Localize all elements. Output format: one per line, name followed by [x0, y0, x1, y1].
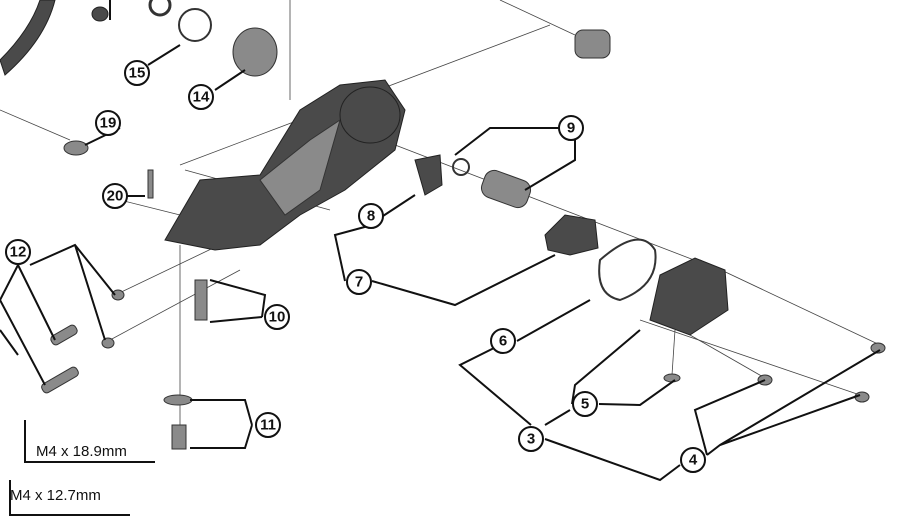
svg-text:8: 8 [367, 208, 375, 225]
callout-6: 6 [490, 328, 516, 354]
svg-text:4: 4 [689, 452, 698, 469]
washer-part [148, 0, 172, 17]
mounting-bolt-part [171, 424, 187, 450]
cap-bolt-part [574, 29, 611, 59]
clutch-cover-part [649, 257, 729, 336]
callout-12: 12 [5, 239, 31, 265]
leader-lines [0, 0, 881, 516]
callout-9: 9 [558, 115, 584, 141]
pin-part [147, 169, 154, 199]
spec-bolt-long: M4 x 18.9mm [36, 443, 127, 460]
svg-text:6: 6 [499, 333, 507, 350]
svg-text:5: 5 [581, 396, 589, 413]
b-tension-bolt-part [63, 140, 89, 156]
callout-7: 7 [346, 269, 372, 295]
o-ring-part [452, 158, 470, 176]
callout-3: 3 [518, 426, 544, 452]
stroke-adjust-bolt-part [194, 279, 208, 321]
svg-text:20: 20 [107, 188, 124, 205]
cable-fixing-part [101, 337, 115, 349]
bolt-short-part [50, 324, 78, 346]
spring-part [232, 27, 278, 77]
clutch-lever-part [414, 154, 443, 196]
spec-bolt-short: M4 x 12.7mm [10, 487, 101, 504]
svg-text:9: 9 [567, 120, 575, 137]
pivot-boss-part [339, 86, 401, 144]
parts [0, 0, 886, 450]
cable-fixing-part [111, 289, 125, 301]
svg-text:10: 10 [269, 309, 286, 326]
callout-15: 15 [124, 60, 150, 86]
callout-10: 10 [264, 304, 290, 330]
gasket-part [598, 238, 657, 302]
svg-text:19: 19 [100, 115, 117, 132]
lever-stopper-part [663, 373, 681, 383]
washer-part [163, 394, 193, 406]
callout-20: 20 [102, 183, 128, 209]
svg-text:14: 14 [193, 89, 210, 106]
cage-plate-part [0, 0, 56, 76]
callouts: 15 14 19 20 12 9 8 7 10 6 5 3 4 11 [5, 60, 706, 473]
svg-text:15: 15 [129, 65, 146, 82]
callout-5: 5 [572, 391, 598, 417]
svg-text:3: 3 [527, 431, 535, 448]
clutch-spring-part [480, 169, 532, 209]
spring-clip-part [178, 8, 212, 42]
svg-text:12: 12 [10, 244, 27, 261]
callout-11: 11 [255, 412, 281, 438]
bolt-part [91, 6, 109, 22]
clutch-unit-part [544, 214, 599, 256]
svg-text:7: 7 [355, 274, 363, 291]
cover-screw-part [870, 342, 886, 354]
callout-14: 14 [188, 84, 214, 110]
callout-19: 19 [95, 110, 121, 136]
bolt-long-part [41, 366, 79, 394]
body-highlight [259, 118, 341, 216]
callout-4: 4 [680, 447, 706, 473]
svg-text:11: 11 [260, 417, 276, 434]
callout-8: 8 [358, 203, 384, 229]
